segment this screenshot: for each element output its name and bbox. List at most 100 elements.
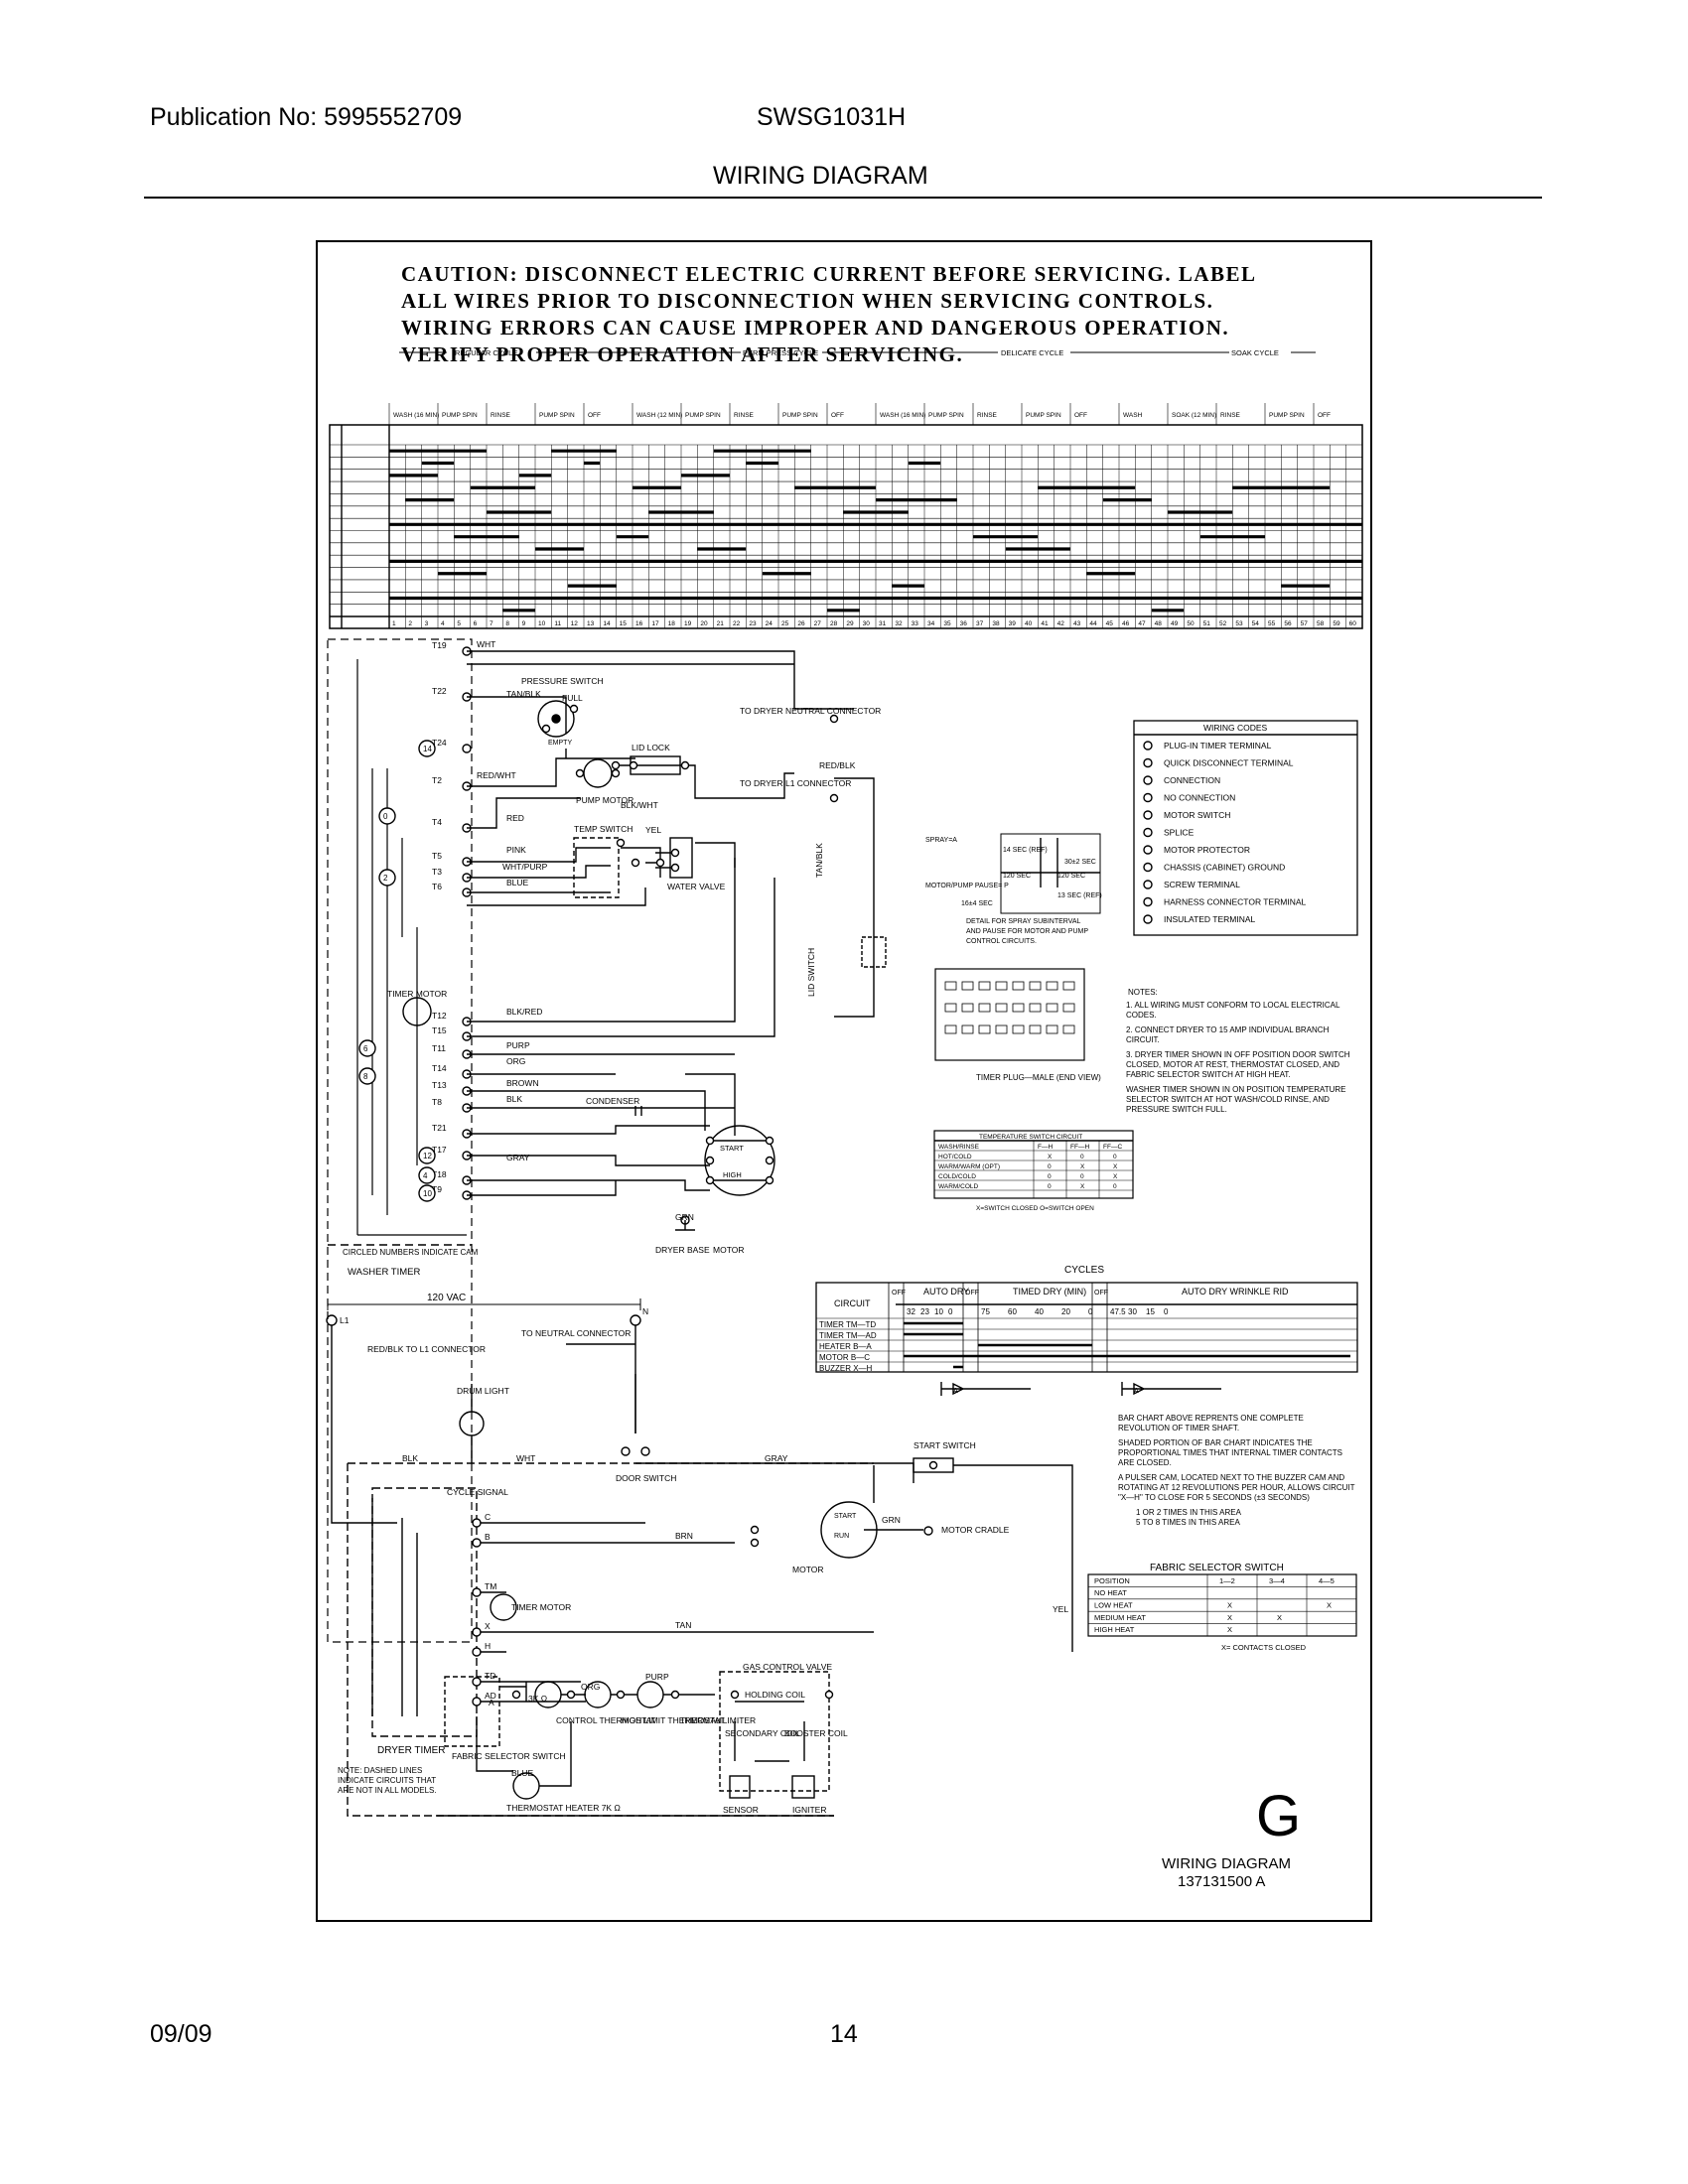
svg-text:SPRAY=A: SPRAY=A bbox=[925, 837, 957, 844]
washer-chart-step: 38 bbox=[992, 620, 1000, 627]
tick: 20 bbox=[1061, 1307, 1070, 1316]
dryer-chart-row: BUZZER X—H bbox=[819, 1364, 873, 1373]
washer-chart-segment: PUMP SPIN bbox=[442, 412, 478, 419]
cam-circle bbox=[378, 869, 396, 887]
washer-terminal-label: T22 bbox=[432, 686, 447, 696]
washer-chart-step: 57 bbox=[1301, 620, 1309, 627]
wiring-code-item: PLUG-IN TIMER TERMINAL bbox=[1164, 741, 1272, 751]
high-limit-label: HIGH LIMIT THERMOSTAT bbox=[621, 1715, 725, 1725]
washer-terminal-label: T17 bbox=[432, 1145, 447, 1155]
svg-text:CYCLES: CYCLES bbox=[1064, 1265, 1104, 1276]
washer-chart-step: 51 bbox=[1203, 620, 1211, 627]
wiring-code-symbol bbox=[1143, 741, 1153, 751]
dryer-base-label: DRYER BASE bbox=[655, 1245, 710, 1255]
lid-switch-label: LID SWITCH bbox=[806, 948, 816, 997]
dryer-terminal-label: H bbox=[485, 1641, 491, 1651]
cycle-label-permpress: PERM PRESS CYCLE bbox=[743, 348, 818, 357]
timer-motor-label: TIMER MOTOR bbox=[387, 989, 447, 999]
temp-table-cell: HOT/COLD bbox=[938, 1154, 972, 1160]
fabric-table-cell: X bbox=[1277, 1613, 1282, 1622]
svg-text:AND PAUSE FOR MOTOR AND PUMP: AND PAUSE FOR MOTOR AND PUMP bbox=[966, 928, 1088, 935]
svg-text:N: N bbox=[642, 1306, 648, 1316]
dryer-chart-row: HEATER B—A bbox=[819, 1342, 872, 1351]
temp-table-cell: X bbox=[1113, 1173, 1118, 1180]
washer-terminal-label: T11 bbox=[432, 1043, 446, 1053]
svg-text:RED/WHT: RED/WHT bbox=[477, 770, 516, 780]
washer-chart-step: 58 bbox=[1317, 620, 1325, 627]
washer-chart-step: 29 bbox=[846, 620, 854, 627]
washer-node bbox=[765, 1156, 774, 1165]
wiring-codes-title: WIRING CODES bbox=[1203, 723, 1268, 733]
svg-text:PURP: PURP bbox=[645, 1672, 669, 1682]
fabric-table-header: 1—2 bbox=[1219, 1576, 1235, 1585]
svg-text:FABRIC SELECTOR SWITCH: FABRIC SELECTOR SWITCH bbox=[1150, 1563, 1284, 1573]
holding-coil-label: HOLDING COIL bbox=[745, 1690, 805, 1700]
wiring-code-item: QUICK DISCONNECT TERMINAL bbox=[1164, 758, 1294, 768]
washer-terminal-label: T8 bbox=[432, 1097, 442, 1107]
dryer-node bbox=[750, 1525, 760, 1535]
thermal-limiter-label: THERMAL LIMITER bbox=[680, 1715, 756, 1725]
washer-chart-segment: PUMP SPIN bbox=[928, 412, 964, 419]
temp-table-title: TEMPERATURE SWITCH CIRCUIT bbox=[979, 1134, 1082, 1141]
washer-chart-segment: OFF bbox=[1318, 412, 1331, 419]
svg-text:BLUE: BLUE bbox=[506, 878, 529, 887]
plug-pin bbox=[1012, 981, 1025, 991]
svg-text:BROWN: BROWN bbox=[506, 1078, 539, 1088]
washer-chart-segment: RINSE bbox=[734, 412, 755, 419]
plug-pin bbox=[995, 1003, 1008, 1013]
washer-chart-step: 5 bbox=[457, 620, 461, 627]
fabric-table-cell: MEDIUM HEAT bbox=[1094, 1613, 1146, 1622]
washer-chart-segment: OFF bbox=[831, 412, 844, 419]
temp-table-cell: WARM/COLD bbox=[938, 1183, 979, 1190]
dryer-timer-terminal bbox=[472, 1518, 482, 1528]
dryer-chart-group: AUTO DRY WRINKLE RID bbox=[1182, 1287, 1289, 1297]
svg-text:PURP: PURP bbox=[506, 1040, 530, 1050]
plug-pin bbox=[1062, 1003, 1075, 1013]
wiring-code-item: SPLICE bbox=[1164, 828, 1195, 838]
svg-text:RED/BLK: RED/BLK bbox=[819, 760, 856, 770]
svg-text:TIMER PLUG—MALE (END VIEW): TIMER PLUG—MALE (END VIEW) bbox=[976, 1073, 1101, 1082]
washer-chart-segment: PUMP SPIN bbox=[685, 412, 721, 419]
washer-terminal-label: T2 bbox=[432, 775, 442, 785]
washer-chart-step: 39 bbox=[1009, 620, 1017, 627]
wiring-code-item: NO CONNECTION bbox=[1164, 793, 1235, 803]
svg-text:3K Ω: 3K Ω bbox=[528, 1694, 547, 1704]
svg-text:BRN: BRN bbox=[675, 1531, 693, 1541]
svg-text:X= CONTACTS CLOSED: X= CONTACTS CLOSED bbox=[1221, 1643, 1307, 1652]
tick: 75 bbox=[981, 1307, 990, 1316]
washer-chart-step: 47 bbox=[1138, 620, 1146, 627]
wiring-code-symbol bbox=[1143, 845, 1153, 855]
plug-pin bbox=[978, 1003, 991, 1013]
plug-pin bbox=[944, 1003, 957, 1013]
title-block-label: WIRING DIAGRAM bbox=[1162, 1855, 1291, 1872]
cam-number: 8 bbox=[363, 1072, 368, 1081]
svg-text:WIRING ERRORS CAN CAUSE IMPROP: WIRING ERRORS CAN CAUSE IMPROPER AND DAN… bbox=[401, 316, 1229, 340]
header-rule bbox=[144, 197, 1542, 199]
svg-text:TAN: TAN bbox=[675, 1620, 691, 1630]
dryer-node bbox=[730, 1690, 740, 1700]
washer-chart-segment: PUMP SPIN bbox=[539, 412, 575, 419]
spray-detail: SPRAY=A 14 SEC (REF) 30±2 SEC 120 SEC 12… bbox=[925, 833, 1102, 945]
washer-chart-segment: WASH (16 MIN) bbox=[880, 412, 925, 419]
washer-terminal-label: T4 bbox=[432, 817, 442, 827]
wiring-code-item: CHASSIS (CABINET) GROUND bbox=[1164, 863, 1285, 873]
cam-circle bbox=[378, 807, 396, 825]
washer-node bbox=[705, 1156, 715, 1165]
cam-circle bbox=[418, 1184, 436, 1202]
cam-circle bbox=[418, 1147, 436, 1164]
cam-circle bbox=[358, 1067, 376, 1085]
control-thermostat-label: CONTROL THERMOSTAT bbox=[556, 1715, 656, 1725]
svg-text:A: A bbox=[953, 1388, 958, 1395]
fabric-table-cell: X bbox=[1327, 1600, 1332, 1609]
washer-node bbox=[705, 1175, 715, 1185]
lid-lock-label: LID LOCK bbox=[632, 743, 670, 752]
cam-number: 0 bbox=[383, 812, 388, 821]
dryer-terminal-label: X bbox=[485, 1621, 491, 1631]
wiring-code-item: CONNECTION bbox=[1164, 775, 1220, 785]
dryer-terminal-label: A bbox=[489, 1698, 494, 1707]
wiring-code-symbol bbox=[1143, 827, 1153, 838]
temp-table-cell: 0 bbox=[1113, 1154, 1117, 1160]
igniter-label: IGNITER bbox=[792, 1805, 826, 1815]
washer-chart-step: 10 bbox=[538, 620, 546, 627]
plug-pin bbox=[978, 1024, 991, 1034]
